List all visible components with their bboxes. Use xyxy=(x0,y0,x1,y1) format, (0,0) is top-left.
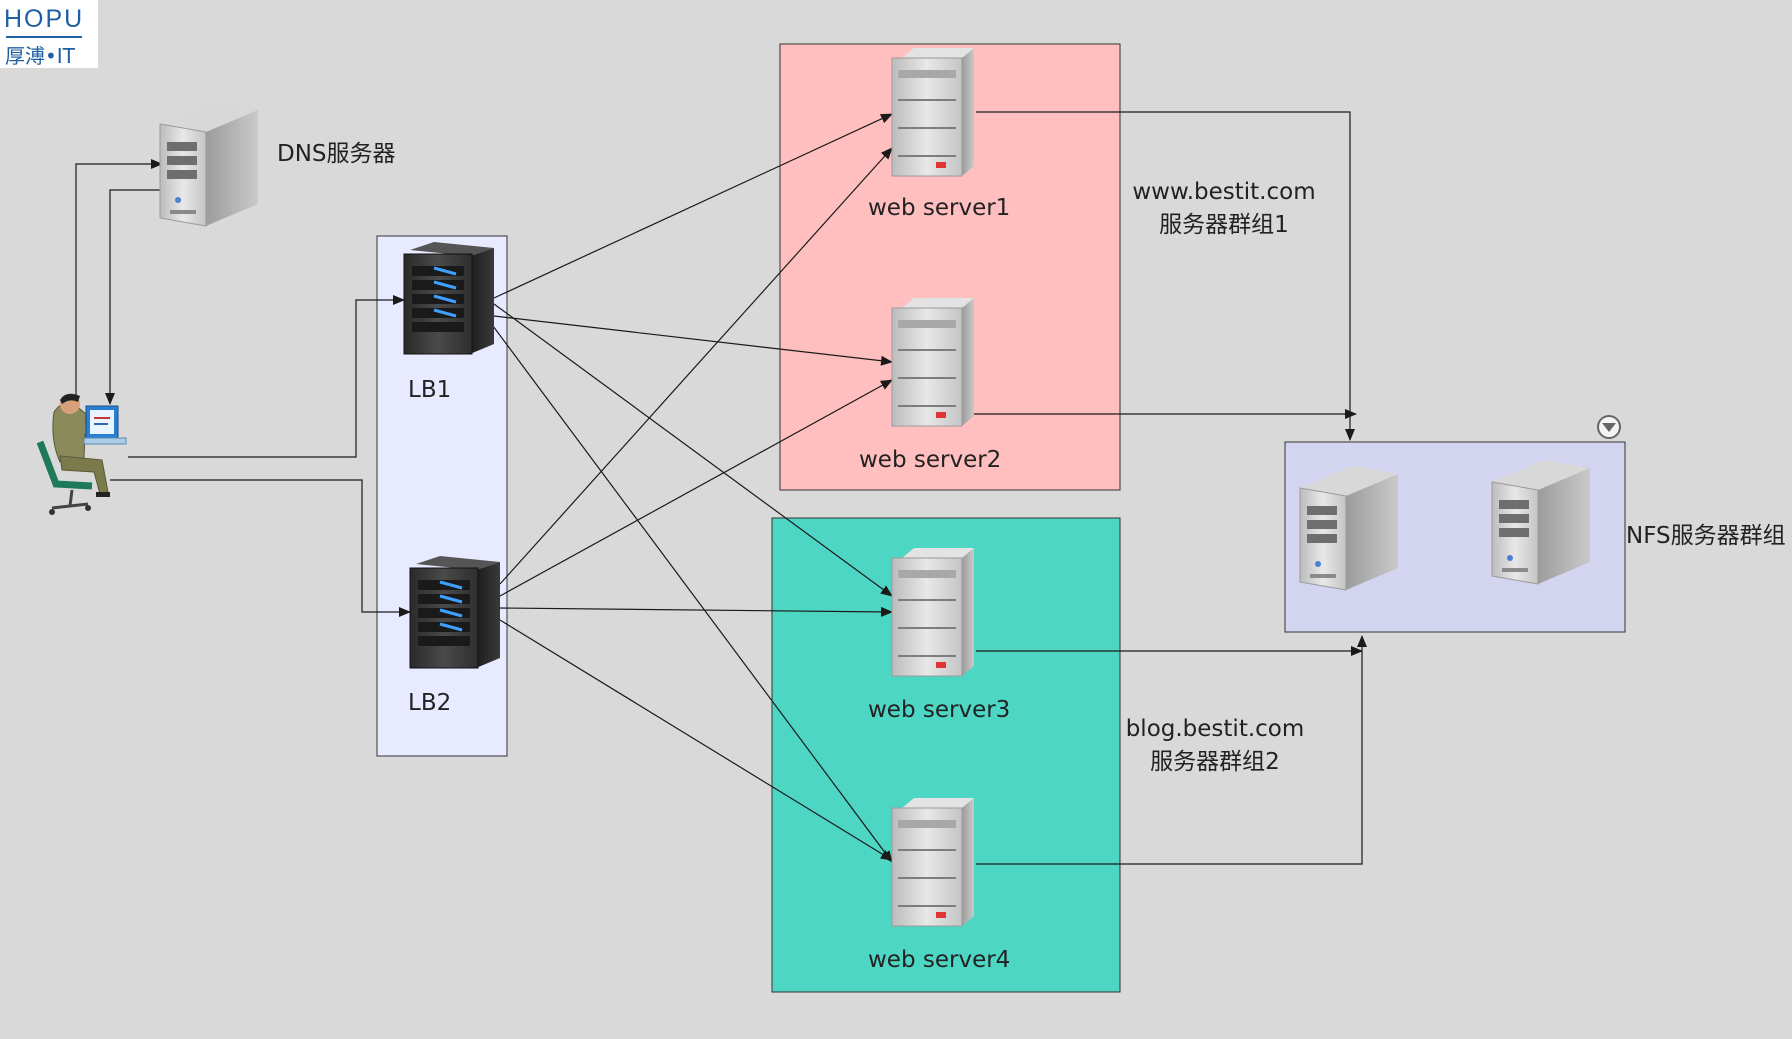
ws1-to-nfs-connector xyxy=(976,111,1355,441)
group2-name-label: 服务器群组2 xyxy=(1150,749,1280,775)
lb1-server-icon xyxy=(402,240,496,356)
web-server4-label: web server4 xyxy=(868,947,1011,973)
group1-domain-label: www.bestit.com xyxy=(1132,179,1316,205)
chevron-down-icon[interactable] xyxy=(1597,415,1621,439)
lb1-to-ws1-connector xyxy=(493,113,893,299)
lb2-to-ws3-connector xyxy=(499,606,893,617)
lb1-to-ws2-connector xyxy=(493,315,893,366)
lb2-label: LB2 xyxy=(408,690,452,716)
lb2-to-ws1-connector xyxy=(499,147,893,585)
lb2-to-ws2-connector xyxy=(499,379,893,597)
dns-server-icon xyxy=(159,101,259,227)
web-server3-label: web server3 xyxy=(868,697,1011,723)
logo-subtext: 厚溥•IT xyxy=(5,44,75,68)
logo-divider xyxy=(6,36,82,38)
dns-to-user-connector xyxy=(105,189,160,405)
web-server1-icon xyxy=(891,47,975,177)
web-server4-icon xyxy=(891,797,975,927)
web-server3-icon xyxy=(891,547,975,677)
user-to-lb2-connector xyxy=(110,479,411,617)
web-server2-label: web server2 xyxy=(859,447,1002,473)
lb1-to-ws3-connector xyxy=(493,303,893,597)
user-to-dns-connector xyxy=(75,159,163,398)
nfs-server2-icon xyxy=(1491,459,1591,585)
nfs-server1-icon xyxy=(1299,465,1399,591)
web-server2-icon xyxy=(891,297,975,427)
lb2-server-icon xyxy=(408,554,502,670)
web-server1-label: web server1 xyxy=(868,195,1011,221)
logo: HOPU 厚溥•IT xyxy=(0,0,98,68)
lb1-label: LB1 xyxy=(408,377,452,403)
nfs-group-label: NFS服务器群组 xyxy=(1626,523,1786,549)
lb2-to-ws4-connector xyxy=(499,619,893,861)
user-workstation-icon xyxy=(36,393,127,515)
user-to-lb1-connector xyxy=(128,295,405,458)
dns-server-label: DNS服务器 xyxy=(277,141,396,167)
logo-text: HOPU xyxy=(4,5,85,33)
lb1-to-ws4-connector xyxy=(489,321,893,863)
group1-name-label: 服务器群组1 xyxy=(1159,212,1289,238)
group2-domain-label: blog.bestit.com xyxy=(1125,716,1305,742)
ws4-to-nfs-connector xyxy=(976,635,1367,865)
